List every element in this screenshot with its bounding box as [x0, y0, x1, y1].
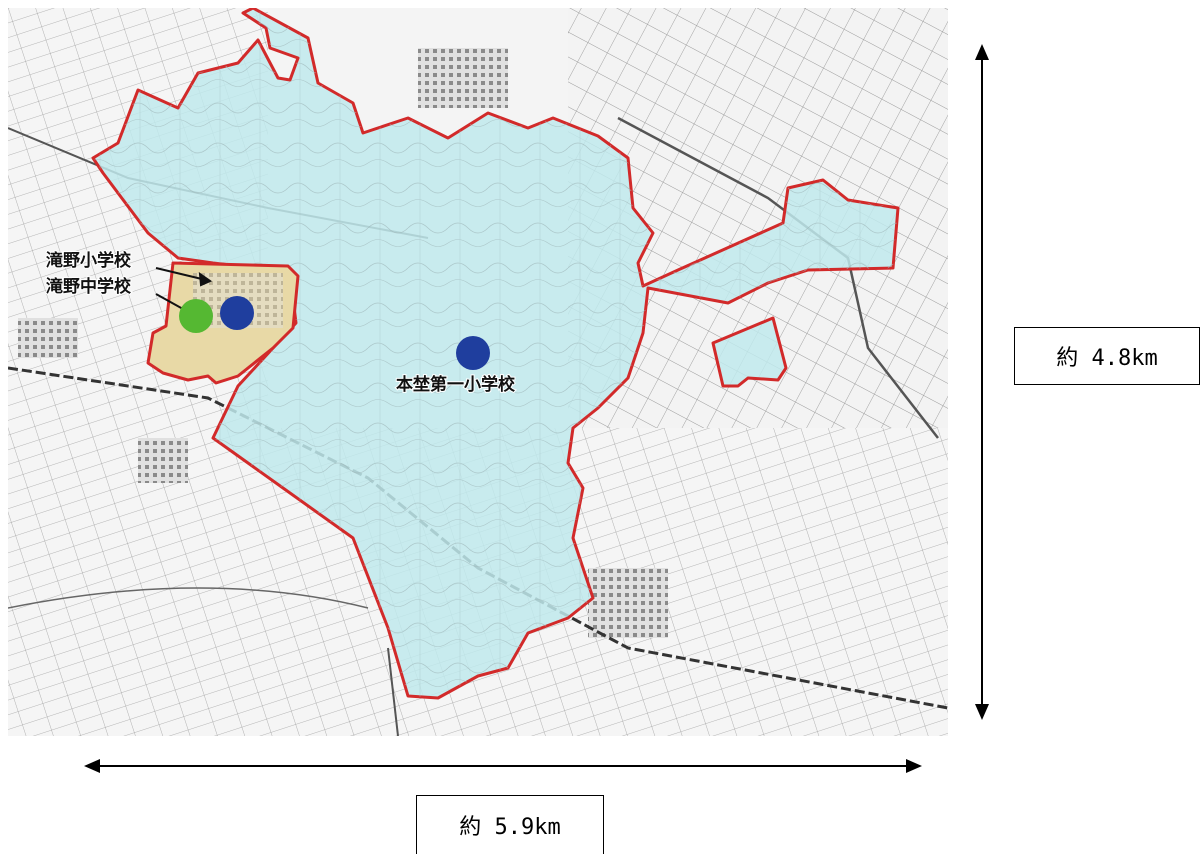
enclave-area [711, 316, 788, 388]
label-honzen-first-elementary: 本埜第一小学校 [396, 374, 516, 395]
label-takino-junior-high: 滝野中学校 [46, 276, 132, 297]
horizontal-distance-label: 約 5.9km [459, 815, 561, 840]
label-takino-elementary: 滝野小学校 [46, 250, 132, 271]
horizontal-distance-box: 約 5.9km [416, 795, 604, 854]
town-block [18, 318, 78, 358]
takino-elementary-marker [220, 296, 254, 330]
vertical-distance-box: 約 4.8km [1014, 327, 1200, 385]
road [387, 647, 399, 736]
contour-overlay [93, 8, 898, 698]
vertical-scale-arrow [975, 44, 989, 720]
takino-junior-high-marker [179, 299, 213, 333]
vertical-distance-label: 約 4.8km [1056, 346, 1158, 371]
town-block [418, 48, 508, 108]
district-map: 滝野小学校 滝野中学校 本埜第一小学校 [8, 8, 948, 736]
road [8, 587, 369, 609]
honzen-first-elementary-marker [456, 336, 490, 370]
town-block [138, 438, 188, 483]
town-block [588, 568, 668, 638]
horizontal-scale-arrow [84, 759, 922, 773]
